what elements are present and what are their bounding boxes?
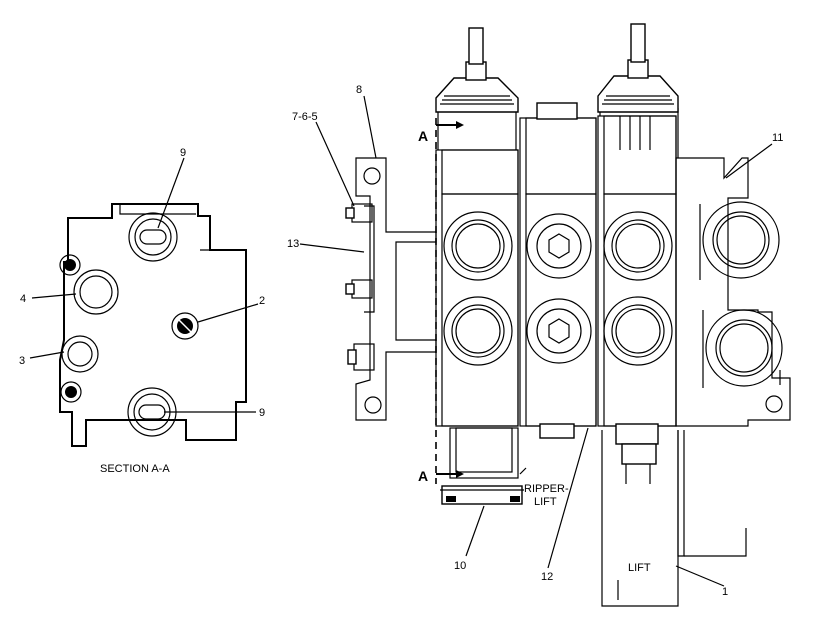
main-leaders [299, 95, 773, 587]
section-a-a-view [29, 157, 259, 447]
callout-3: 3 [19, 355, 25, 367]
callout-2: 2 [259, 295, 265, 307]
callout-7-6-5: 7-6-5 [292, 111, 318, 123]
callout-9-bottom: 9 [259, 407, 265, 419]
section-mark-bottom: A [418, 468, 428, 484]
callout-8: 8 [356, 84, 362, 96]
callout-11: 11 [772, 132, 783, 144]
callout-13: 13 [287, 238, 299, 250]
label-lift: LIFT [628, 562, 651, 574]
callout-9-top: 9 [180, 147, 186, 159]
label-ripper-lift-line2: LIFT [534, 496, 557, 508]
section-title: SECTION A-A [100, 463, 170, 475]
main-valve-view [345, 23, 791, 607]
callout-12: 12 [541, 571, 553, 583]
callout-4: 4 [20, 293, 26, 305]
callout-1: 1 [722, 586, 728, 598]
label-ripper-lift-line1: RIPPER- [524, 483, 569, 495]
section-mark-top: A [418, 128, 428, 144]
callout-10: 10 [454, 560, 466, 572]
